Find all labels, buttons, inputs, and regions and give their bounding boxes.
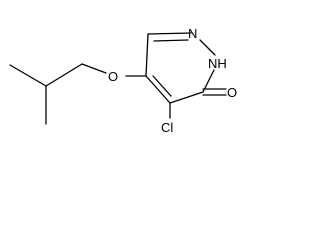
- atom-cl-label: Cl: [161, 120, 173, 135]
- molecule-canvas: N NH O Cl O: [0, 0, 254, 136]
- bond-c6-n1: [147, 32, 192, 35]
- bond-n2-c3: [202, 69, 215, 93]
- atom-nh-label: NH: [208, 56, 227, 71]
- bond-c4-c5-inner: [152, 75, 172, 97]
- bond-c5-c6: [145, 33, 149, 77]
- bond-c6-n1-inner: [153, 39, 189, 42]
- bond-n1-n2: [199, 39, 216, 56]
- bond-ch-ch3-top: [9, 64, 47, 87]
- bond-ch2-ch: [45, 63, 83, 87]
- bond-c3-c4: [169, 91, 204, 104]
- atom-o-carbonyl-label: O: [227, 85, 237, 100]
- atom-o-ether-label: O: [108, 69, 118, 84]
- bond-c4-c5: [145, 75, 171, 104]
- bond-o-ch2: [81, 63, 107, 74]
- molecule-structure: N NH O Cl O: [9, 26, 237, 135]
- atom-n1-label: N: [188, 26, 197, 41]
